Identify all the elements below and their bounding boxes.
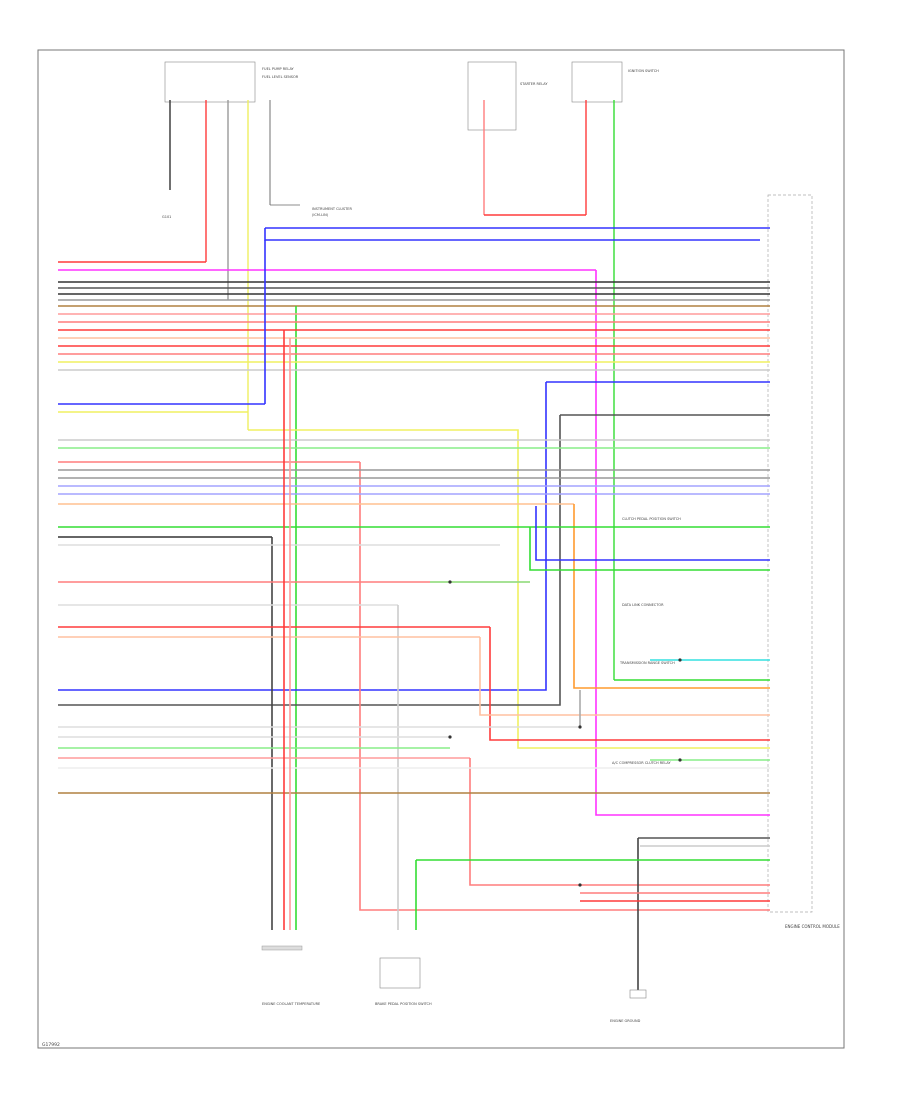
- fuel-pump-relay-component: FUEL PUMP RELAY FUEL LEVEL SENSOR: [164, 61, 299, 103]
- clutch-switch-label: CLUTCH PEDAL POSITION SWITCH: [622, 517, 681, 521]
- brake-pedal-label: BRAKE PEDAL POSITION SWITCH: [375, 1002, 432, 1006]
- instrument-cluster-note: (ICM-LIN): [312, 213, 329, 217]
- engine-ground-label: ENGINE GROUND: [610, 1019, 641, 1023]
- bottom-connectors: [261, 945, 647, 999]
- fuel-pump-relay-label: FUEL PUMP RELAY: [262, 67, 295, 71]
- instrument-cluster-label: INSTRUMENT CLUSTER: [312, 207, 352, 211]
- junction-dots: [448, 580, 682, 887]
- starter-relay-label: STARTER RELAY: [520, 82, 548, 86]
- footer-code: G17992: [42, 1042, 60, 1048]
- transmission-label: TRANSMISSION RANGE SWITCH: [619, 661, 675, 665]
- ignition-switch-component: IGNITION SWITCH: [571, 61, 659, 103]
- fuel-level-sensor-label: FUEL LEVEL SENSOR: [262, 75, 299, 79]
- ecm-title: ENGINE CONTROL MODULE: [785, 924, 840, 929]
- starter-relay-component: STARTER RELAY: [467, 61, 548, 131]
- engine-control-module: ENGINE CONTROL MODULE: [767, 194, 840, 929]
- top-left-wires: [169, 100, 300, 430]
- ground-label: G101: [162, 215, 171, 219]
- data-link-label: DATA LINK CONNECTOR: [622, 603, 664, 607]
- engine-coolant-temp-label: ENGINE COOLANT TEMPERATURE: [262, 1002, 320, 1006]
- harness-wires: [58, 227, 770, 990]
- top-middle-wires: [483, 100, 615, 680]
- ignition-switch-label: IGNITION SWITCH: [628, 69, 659, 73]
- diagram-border: [37, 49, 845, 1049]
- ac-compressor-label: A/C COMPRESSOR CLUTCH RELAY: [612, 761, 672, 765]
